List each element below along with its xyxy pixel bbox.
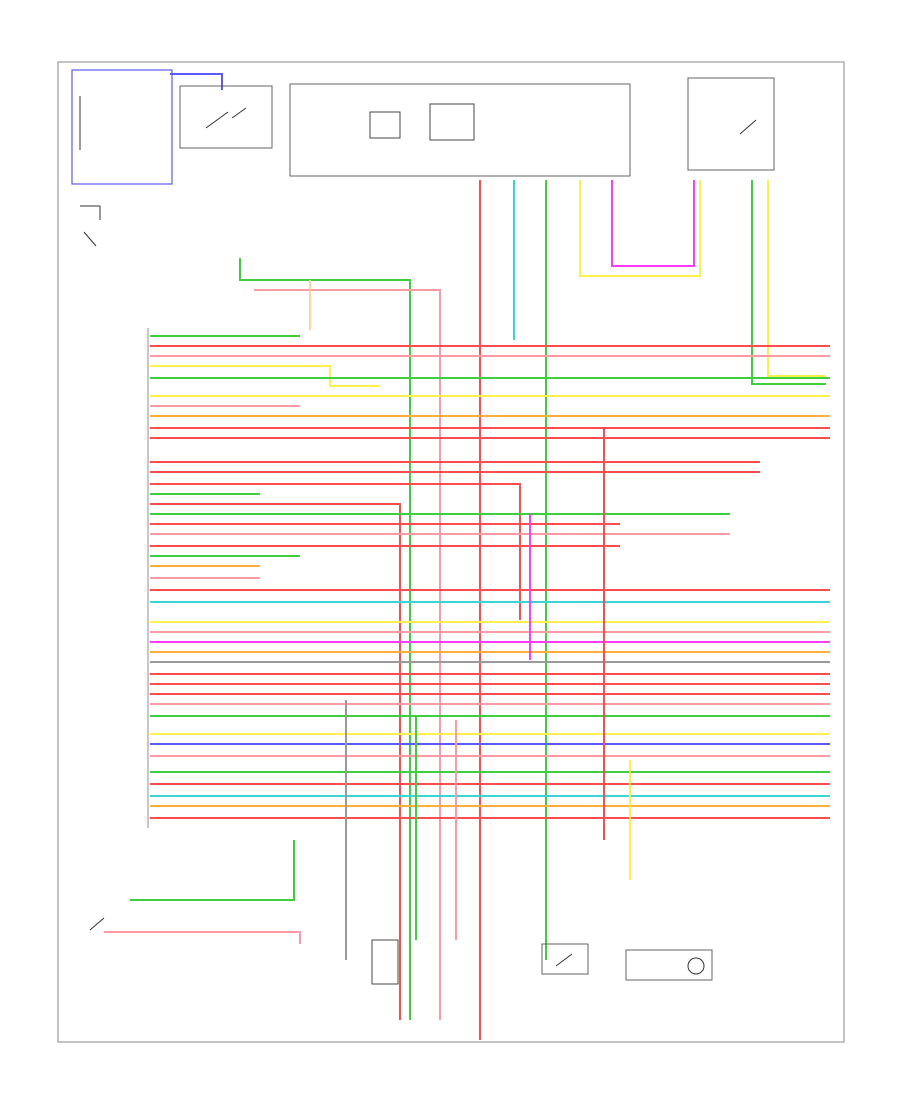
brake-pressure-switch: [89, 917, 301, 944]
vertical-wires-center: [130, 428, 631, 960]
fuse-panel-outline: [289, 83, 631, 177]
hot-in-run-fuses: [289, 83, 631, 177]
pin-row-13: [150, 483, 521, 620]
ignition-switch: [179, 85, 273, 149]
fuel-pump-relay-box: [541, 943, 589, 975]
pin-row-4: [150, 365, 380, 387]
ground-center-box: [371, 939, 399, 985]
fuse-panel-relay-b: [429, 103, 475, 141]
power-relay: [687, 77, 775, 171]
fuse-panel-relay-a: [369, 111, 401, 139]
ignition-switch-box: [179, 85, 273, 149]
wire-magenta-loop: [611, 180, 695, 267]
brake-switch-symbol: [80, 205, 101, 247]
wire-green-brake: [130, 840, 295, 901]
fuel-pump-relay: [541, 943, 589, 975]
wire-yellow-loop: [579, 180, 701, 277]
wire-yellow-768: [767, 180, 826, 377]
fuse-wire-blue: [170, 73, 223, 90]
brake-pressure-wire: [104, 931, 301, 944]
fuel-pump-motor-symbol: [687, 957, 705, 975]
diagram-frame: [57, 61, 845, 1043]
ground-center: [371, 939, 399, 985]
ignition-contact: [205, 111, 229, 129]
vertical-wires-top: [239, 180, 826, 1040]
wire-green-240: [239, 258, 411, 1020]
pin-row-15: [150, 503, 401, 1020]
wire-pink-254: [254, 289, 441, 1020]
pcm-pin-rows: [150, 335, 830, 1020]
fuse-block-outline: [71, 69, 173, 185]
brake-switch-upper: [80, 205, 101, 247]
ignition-contact-2: [231, 107, 247, 119]
brake-pressure-contact: [89, 917, 105, 931]
fuel-pump-motor: [625, 949, 713, 981]
power-relay-box: [687, 77, 775, 171]
power-relay-contact: [739, 119, 757, 135]
wire-green-752: [751, 180, 826, 385]
fuel-pump-motor-box: [625, 949, 713, 981]
hot-at-all-times-fuse: [71, 69, 223, 185]
fuel-pump-relay-contact: [555, 953, 573, 967]
